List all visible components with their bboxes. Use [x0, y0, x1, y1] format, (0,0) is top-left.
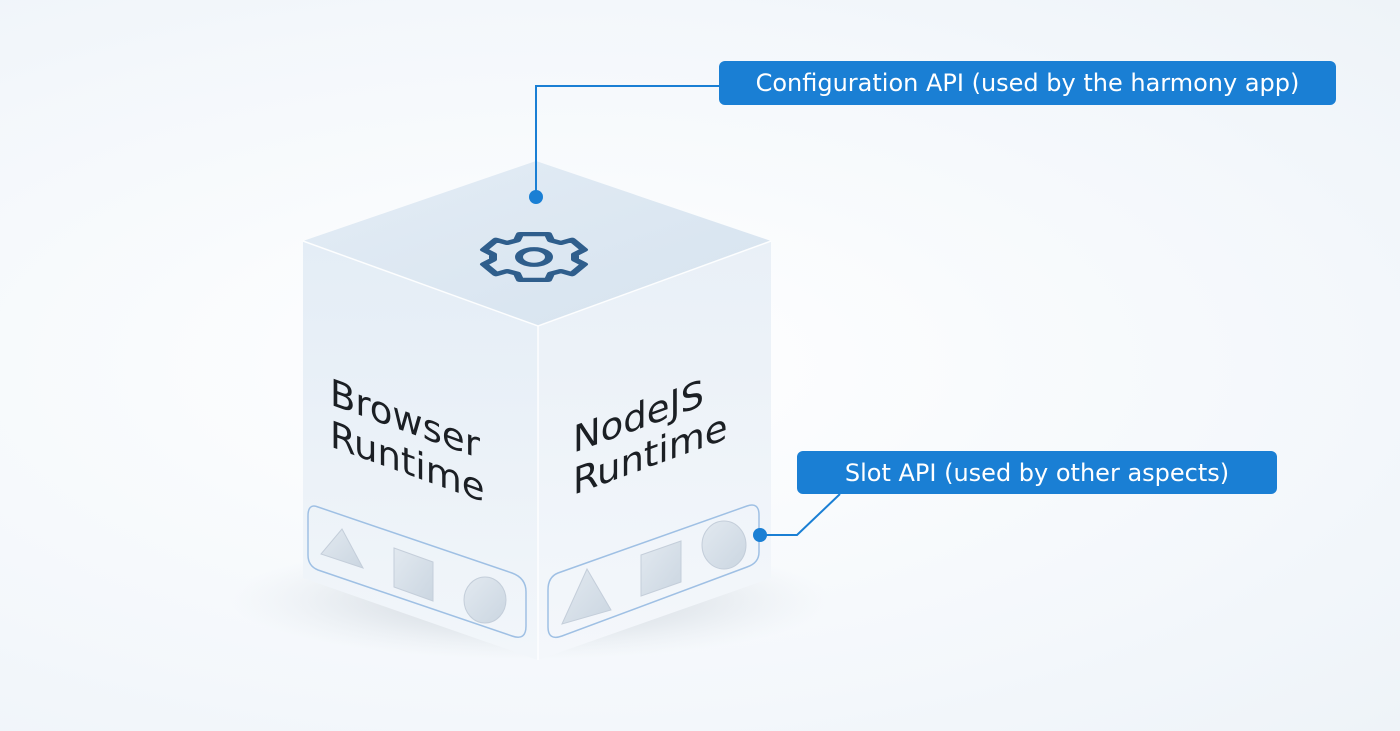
- config-api-connector: [529, 85, 720, 204]
- right-slot-panel: [547, 504, 760, 639]
- circle-shape: [701, 520, 747, 570]
- left-slot-panel: [307, 505, 527, 638]
- circle-shape: [463, 576, 507, 624]
- gear-icon: [480, 232, 588, 282]
- slot-api-label: Slot API (used by other aspects): [844, 458, 1230, 487]
- slot-api-callout: Slot API (used by other aspects): [797, 451, 1277, 494]
- configuration-api-label: Configuration API (used by the harmony a…: [755, 69, 1300, 97]
- triangle-shape: [320, 528, 365, 569]
- square-shape: [640, 540, 682, 597]
- cube-left-face: [303, 241, 538, 660]
- cube-top-face: [303, 161, 771, 326]
- triangle-shape: [561, 567, 612, 625]
- configuration-api-callout: Configuration API (used by the harmony a…: [719, 61, 1336, 105]
- slot-api-connector: [753, 493, 841, 542]
- square-shape: [393, 547, 434, 602]
